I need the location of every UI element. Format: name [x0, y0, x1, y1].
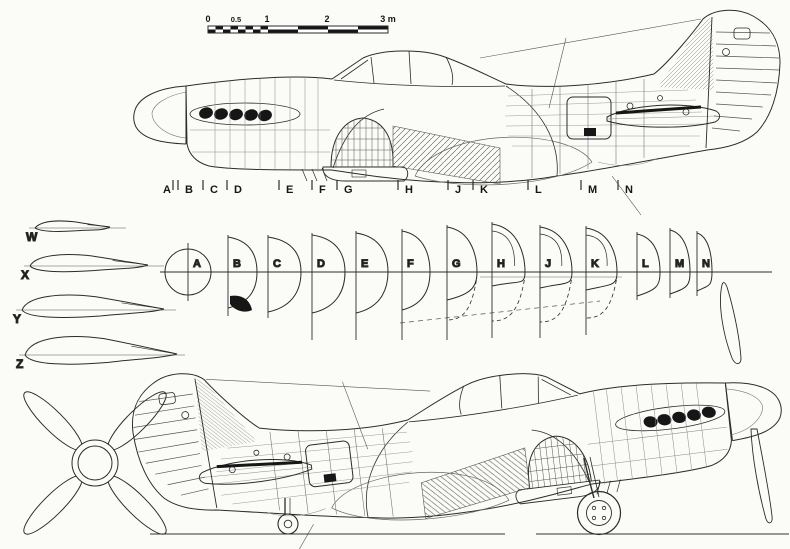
station-letter: K [480, 184, 488, 196]
scale-bar-label: 1 [264, 14, 269, 24]
cross-section-letter: L [642, 258, 649, 270]
station-letter: D [234, 184, 242, 196]
propeller-front-view [23, 391, 167, 535]
airfoil-Y: Y [13, 294, 176, 327]
bottom-side-view [127, 301, 790, 549]
station-letter: M [588, 184, 597, 196]
cross-section-B: B [227, 235, 258, 316]
cross-section-letter: J [545, 258, 551, 270]
cross-section-letter: G [452, 258, 461, 270]
cross-section-letter: N [702, 258, 710, 270]
airfoil-Z: Z [16, 336, 185, 372]
airfoil-W: W [26, 220, 126, 245]
cross-section-H: H [491, 222, 526, 338]
scale-bar-label: 0 [205, 14, 210, 24]
cross-section-letter: D [317, 258, 325, 270]
cross-section-A: A [164, 243, 212, 301]
cross-section-E: E [355, 231, 389, 340]
airfoil-letter: Y [13, 312, 21, 326]
main-landing-gear [576, 456, 622, 536]
cross-section-M: M [669, 228, 691, 298]
cross-section-letter: C [273, 258, 281, 270]
station-letter: E [286, 184, 293, 196]
cross-section-D: D [311, 233, 346, 340]
scale-bar-label: 0.5 [231, 15, 241, 24]
cross-section-letter: H [497, 258, 505, 270]
cross-section-letter: F [407, 258, 414, 270]
cross-section-L: L [636, 232, 661, 300]
station-letter: F [319, 184, 326, 196]
station-letter: J [455, 184, 461, 196]
scale-bar-label: 3 m [380, 14, 396, 24]
cross-section-letter: E [361, 258, 368, 270]
cross-section-letter: B [233, 258, 241, 270]
station-letter: N [625, 184, 633, 196]
cross-section-letter: K [591, 258, 599, 270]
station-letter: H [405, 184, 413, 196]
scale-bar-label: 2 [324, 14, 329, 24]
wing-airfoil-sections: W X Y Z [13, 220, 185, 372]
station-letter: A [163, 184, 171, 196]
airfoil-letter: W [26, 230, 38, 244]
airfoil-letter: Z [16, 357, 23, 371]
station-letter: B [185, 184, 193, 196]
cross-section-C: C [267, 235, 302, 318]
station-letter: C [210, 184, 218, 196]
cross-section-N: N [696, 231, 713, 296]
wing-chord-dashed-line [399, 300, 601, 324]
cross-section-G: G [446, 225, 478, 340]
tail-wheel [277, 498, 299, 535]
airfoil-letter: X [21, 268, 29, 282]
cross-section-J: J [539, 225, 573, 338]
cross-section-K: K [585, 226, 618, 335]
scale-bar: 0 0.5 1 2 3 m [205, 14, 396, 34]
cross-section-F: F [401, 229, 431, 340]
cross-section-letter: M [675, 258, 684, 270]
station-letter: G [344, 184, 353, 196]
station-letter: L [535, 184, 542, 196]
airfoil-X: X [21, 254, 164, 283]
propeller-blades [720, 282, 773, 524]
cross-section-letter: A [193, 258, 201, 270]
